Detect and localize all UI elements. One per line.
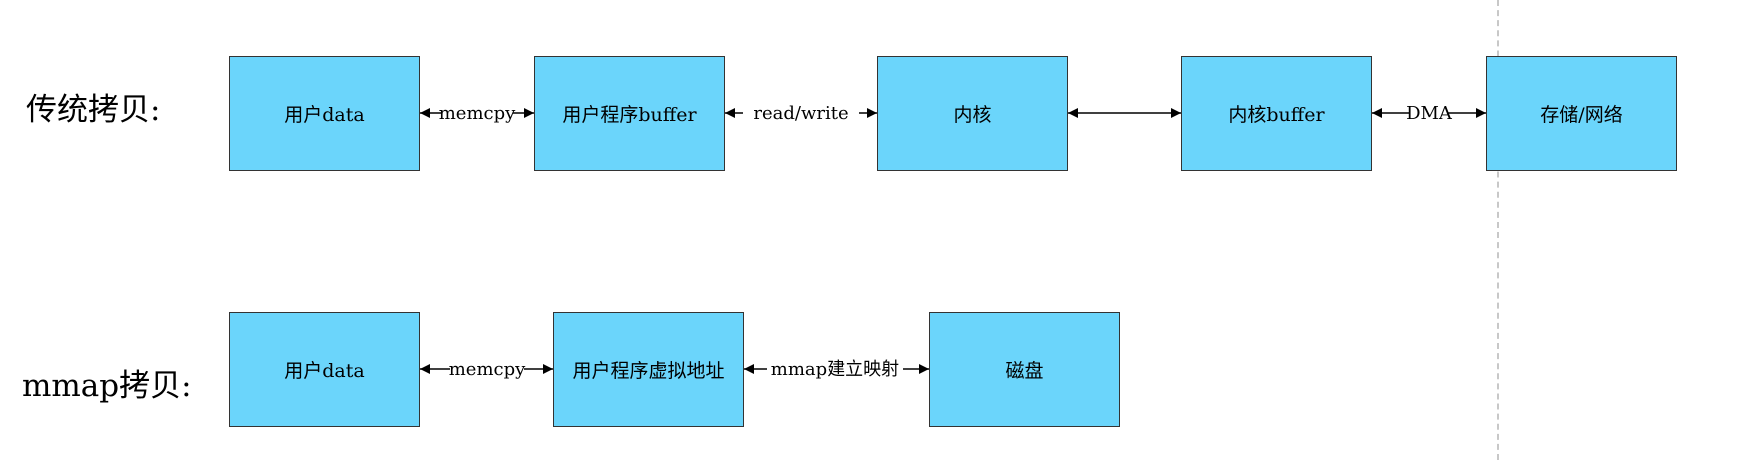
mmap-virtual-address-box: 用户程序虚拟地址: [553, 312, 744, 427]
traditional-copy-title: 传统拷贝:: [26, 92, 161, 128]
connector-label-memcpy-2: memcpy: [449, 359, 526, 380]
connector-memcpy-1: memcpy: [420, 102, 534, 124]
connector-label-mmap-mapping: mmap建立映射: [771, 359, 899, 380]
traditional-user-data-box: 用户data: [229, 56, 420, 171]
connector-dma: DMA: [1372, 102, 1486, 124]
mmap-copy-title: mmap拷贝:: [22, 368, 192, 404]
traditional-storage-network-box: 存储/网络: [1486, 56, 1677, 171]
vertical-divider: [1497, 0, 1499, 460]
connector-label-read-write: read/write: [753, 103, 848, 124]
traditional-user-buffer-box: 用户程序buffer: [534, 56, 725, 171]
connector-read-write: read/write: [725, 102, 877, 124]
mmap-disk-box: 磁盘: [929, 312, 1120, 427]
connector-memcpy-2: memcpy: [420, 358, 553, 380]
mmap-user-data-box: 用户data: [229, 312, 420, 427]
connector-mmap-mapping: mmap建立映射: [744, 358, 929, 380]
connector-label-memcpy-1: memcpy: [439, 103, 516, 124]
traditional-kernel-box: 内核: [877, 56, 1068, 171]
traditional-kernel-buffer-box: 内核buffer: [1181, 56, 1372, 171]
connector-label-dma: DMA: [1406, 103, 1453, 124]
